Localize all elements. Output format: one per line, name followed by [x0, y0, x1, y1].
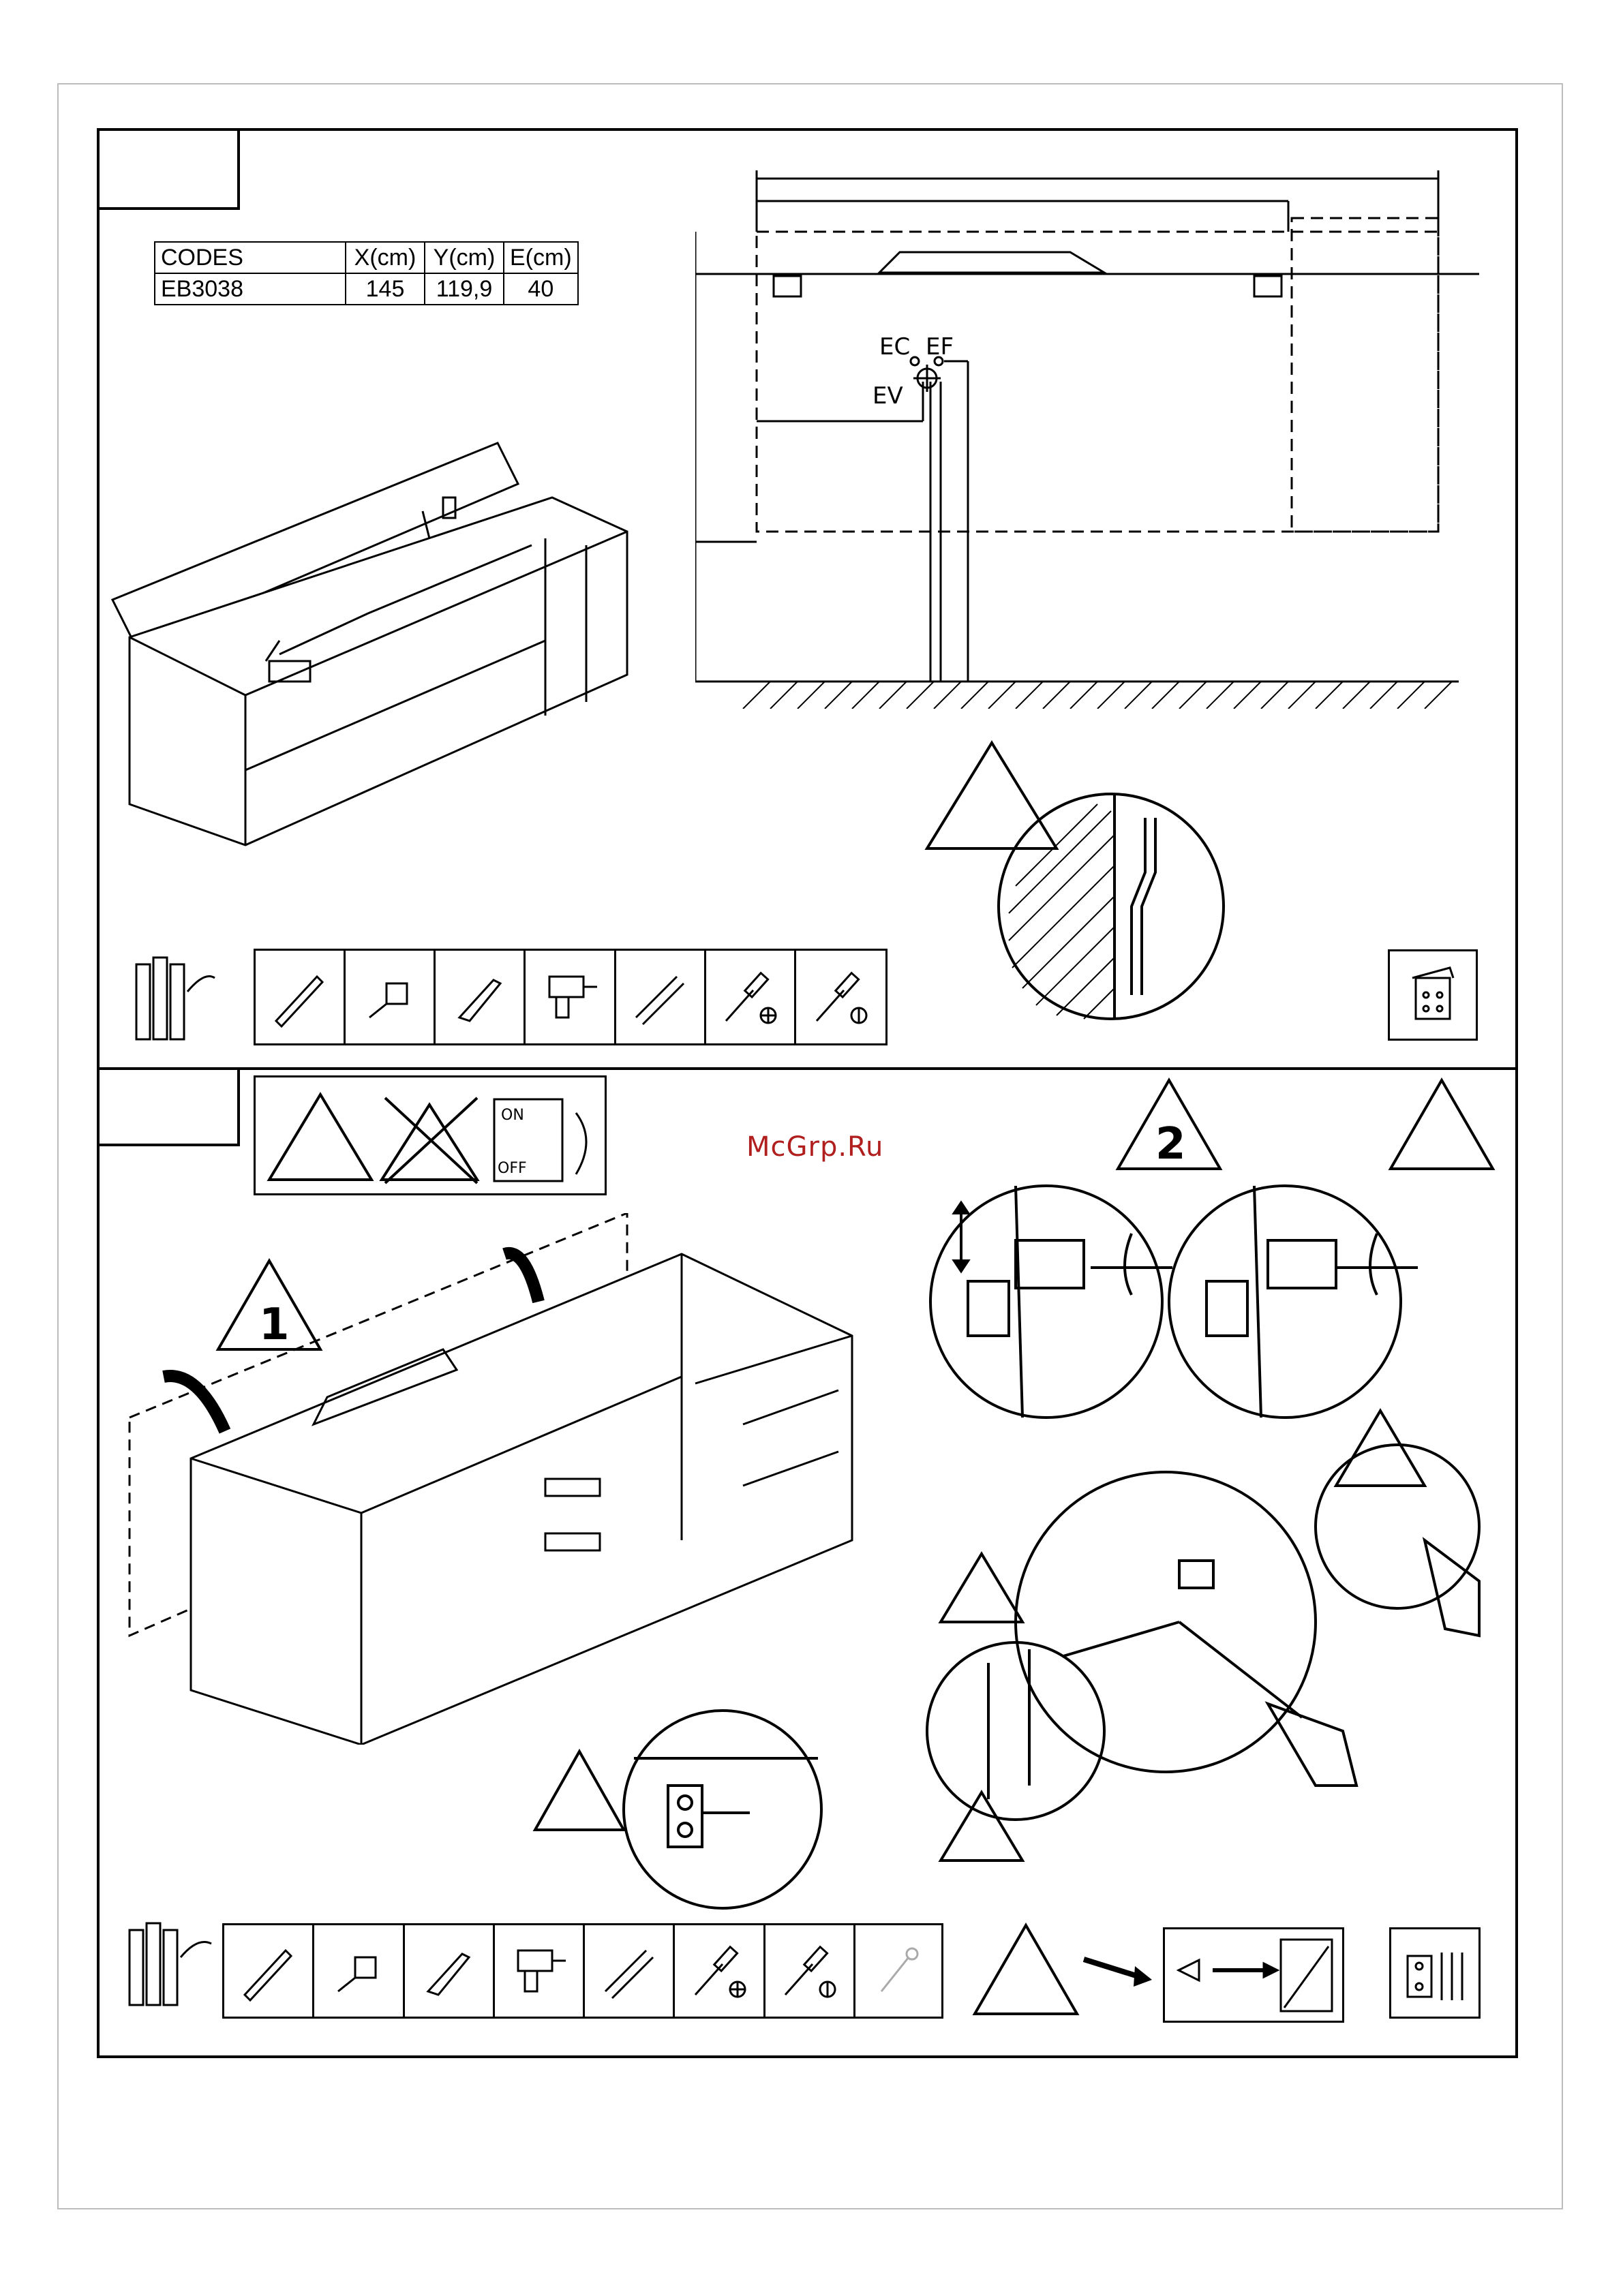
warning-triangle-icon: [941, 1554, 1022, 1622]
section-divider: [97, 1067, 1518, 1070]
wall-bracket-icon-box: [1388, 949, 1478, 1041]
tape-measure-icon: [314, 1925, 404, 2017]
wall-plug-icon: [855, 1925, 941, 2017]
packaging-icon: [130, 951, 218, 1053]
x-cell: 145: [346, 273, 425, 305]
peel-protective-film-diagram: [1163, 1927, 1344, 2023]
hardware-kit-icon-box: [1389, 1927, 1481, 2019]
switch-on-label: ON: [501, 1107, 524, 1124]
cabinet-illustration: [109, 436, 641, 859]
step-number-box-2: [100, 1070, 240, 1146]
flat-screwdriver-icon: [765, 1925, 855, 2017]
step-number-box-1: [100, 131, 240, 210]
connector-detail: [613, 1704, 832, 1915]
e-cell: 40: [504, 273, 578, 305]
phillips-screwdriver-icon: [706, 951, 796, 1043]
hinge-screws-icon: [1397, 1935, 1472, 2010]
packaging-icon: [123, 1916, 218, 2019]
codes-header-codes: CODES: [155, 242, 346, 273]
warning-triangle-icon: [941, 1792, 1022, 1861]
power-off-switch-icon: ON OFF: [487, 1086, 603, 1188]
ec-label: EC: [879, 333, 910, 361]
drill-bits-icon: [616, 951, 706, 1043]
y-cell: 119,9: [425, 273, 504, 305]
wall-drilling-detail: [920, 1404, 1520, 1867]
wall-type-detail: [920, 736, 1247, 1022]
codes-table: CODES X(cm) Y(cm) E(cm) EB3038 145 119,9…: [154, 241, 579, 305]
table-row: EB3038 145 119,9 40: [155, 273, 578, 305]
codes-table-header: CODES X(cm) Y(cm) E(cm): [155, 242, 578, 273]
ev-label: EV: [873, 382, 903, 410]
watermark: McGrp.Ru: [746, 1131, 883, 1163]
tape-measure-icon: [346, 951, 436, 1043]
codes-header-e: E(cm): [504, 242, 578, 273]
wall-bracket-icon: [1399, 961, 1467, 1029]
warning-triangle-icon: [968, 1918, 1084, 2021]
drill-bits-icon: [585, 1925, 675, 2017]
utility-knife-icon: [436, 951, 526, 1043]
codes-header-x: X(cm): [346, 242, 425, 273]
flat-screwdriver-icon: [796, 951, 885, 1043]
warning-triangle-icon: [262, 1084, 378, 1187]
ef-label: EF: [926, 333, 954, 361]
peel-film-icon: [1165, 1929, 1342, 2021]
drill-icon: [526, 951, 616, 1043]
wall-mounting-plan: EC EF EV: [695, 164, 1493, 709]
drill-icon: [495, 1925, 585, 2017]
tools-toolbar-bottom: [222, 1923, 943, 2019]
warning-triangle-icon: [927, 743, 1057, 848]
code-cell: EB3038: [155, 273, 346, 305]
tools-toolbar-top: [254, 949, 888, 1045]
pencil-icon: [224, 1925, 314, 2017]
warning-triangle-icon: [1336, 1411, 1425, 1486]
phillips-screwdriver-icon: [675, 1925, 765, 2017]
no-electric-cables-icon: [375, 1084, 484, 1187]
arrow-right-icon: [1080, 1949, 1155, 1990]
pencil-icon: [256, 951, 346, 1043]
cabinet-assembly-illustration: [123, 1213, 873, 1745]
hinge-adjustment-detail: [927, 1159, 1459, 1431]
codes-header-y: Y(cm): [425, 242, 504, 273]
switch-off-label: OFF: [498, 1160, 527, 1177]
safety-panel: ON OFF: [254, 1075, 607, 1195]
utility-knife-icon: [405, 1925, 495, 2017]
